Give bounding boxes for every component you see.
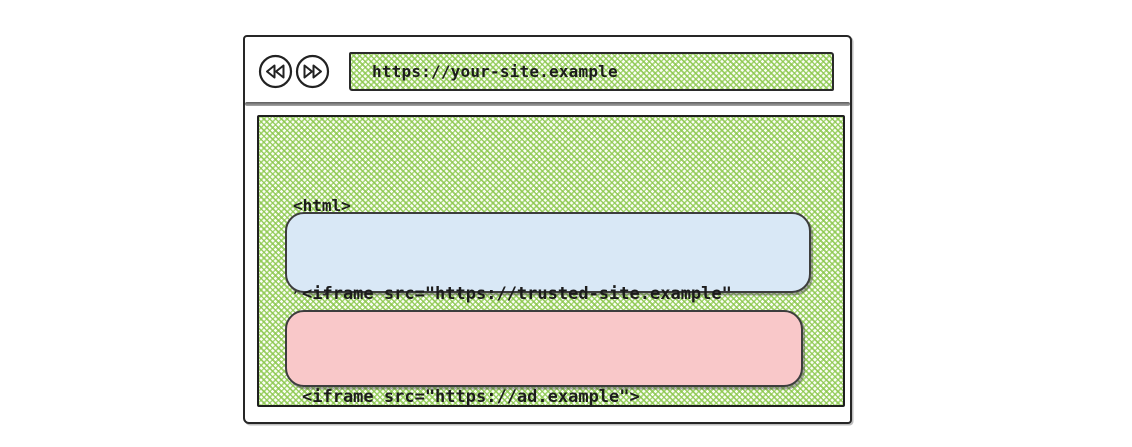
ad-iframe-code-line1: <iframe src="https://ad.example"> xyxy=(302,387,640,407)
fast-forward-icon xyxy=(295,54,330,89)
html-open-tag-line: <html> xyxy=(293,196,351,215)
browser-toolbar: https://your-site.example xyxy=(245,37,850,106)
browser-window: https://your-site.example <html> // your… xyxy=(243,35,852,424)
toolbar-divider xyxy=(245,102,850,106)
back-button[interactable] xyxy=(258,54,293,89)
page-content-panel: <html> // your-site.example code <iframe… xyxy=(257,115,845,407)
ad-iframe-box: <iframe src="https://ad.example"> xyxy=(285,310,803,407)
trusted-iframe-box: <iframe src="https://trusted-site.exampl… xyxy=(285,212,811,385)
rewind-icon xyxy=(258,54,293,89)
trusted-iframe-code-line1: <iframe src="https://trusted-site.exampl… xyxy=(302,284,732,304)
forward-button[interactable] xyxy=(295,54,330,89)
address-bar-url: https://your-site.example xyxy=(372,62,618,81)
address-bar[interactable]: https://your-site.example xyxy=(349,52,834,91)
